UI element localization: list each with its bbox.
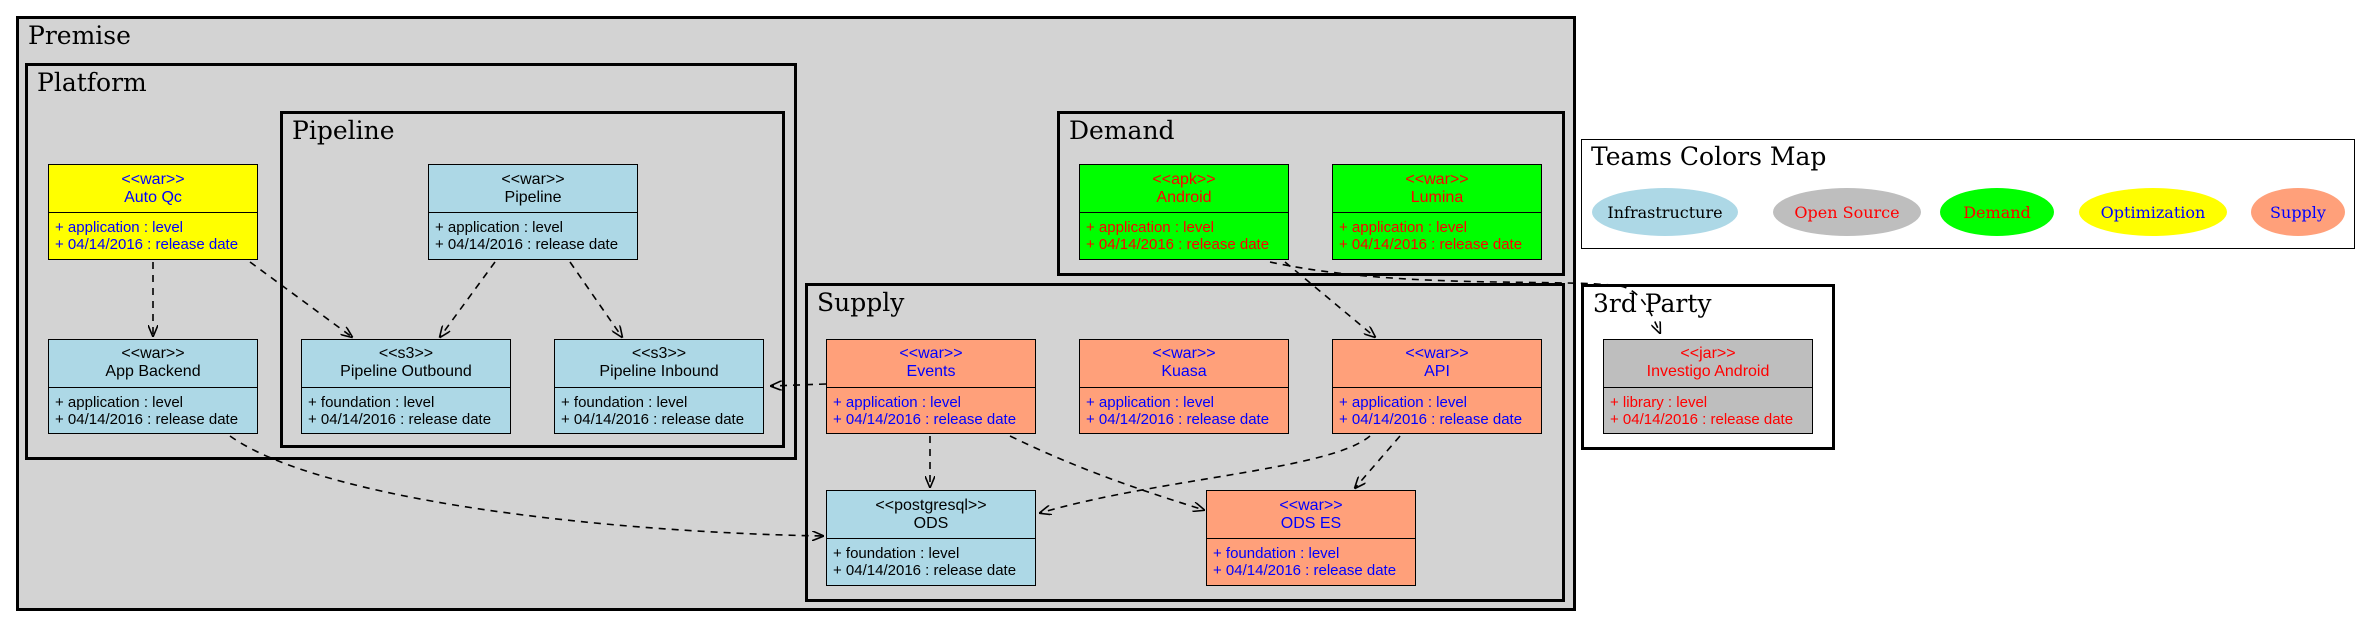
node-pipeline: <<war>>Pipeline + application : level+ 0…	[428, 164, 638, 260]
node-name: Pipeline	[504, 188, 562, 206]
node-attribute: + foundation : level	[833, 545, 960, 562]
node-attribute: + foundation : level	[1213, 545, 1340, 562]
node-name: Events	[906, 363, 956, 381]
node-ods: <<postgresql>>ODS + foundation : level+ …	[826, 490, 1036, 586]
node-ods-es: <<war>>ODS ES + foundation : level+ 04/1…	[1206, 490, 1416, 586]
cluster-platform-title: Platform	[37, 68, 147, 97]
node-attribute: + 04/14/2016 : release date	[308, 410, 492, 428]
node-attribute: + 04/14/2016 : release date	[833, 410, 1017, 428]
node-attribute: + application : level	[1339, 219, 1467, 236]
node-android: <<apk>>Android + application : level+ 04…	[1079, 164, 1289, 260]
legend-label: Demand	[1963, 202, 2031, 222]
legend-label: Infrastructure	[1607, 202, 1723, 222]
node-name: Auto Qc	[124, 188, 182, 206]
node-attribute: + application : level	[55, 219, 183, 236]
node-attribute: + 04/14/2016 : release date	[55, 236, 239, 253]
node-stereotype: <<war>>	[899, 345, 963, 363]
legend-label: Supply	[2270, 202, 2326, 222]
node-name: Android	[1156, 188, 1212, 206]
node-attribute: + library : level	[1610, 393, 1708, 411]
node-attribute: + 04/14/2016 : release date	[1339, 410, 1523, 428]
node-name: Lumina	[1410, 188, 1464, 206]
legend-item-optimization: Optimization	[2079, 188, 2227, 236]
node-api: <<war>>API + application : level+ 04/14/…	[1332, 339, 1542, 434]
node-stereotype: <<war>>	[1152, 345, 1216, 363]
node-name: ODS ES	[1280, 514, 1342, 532]
node-stereotype: <<war>>	[1405, 345, 1469, 363]
node-name: Kuasa	[1161, 363, 1207, 381]
legend-label: Open Source	[1794, 202, 1900, 222]
node-attribute: + 04/14/2016 : release date	[1339, 236, 1523, 253]
node-attribute: + 04/14/2016 : release date	[1610, 410, 1794, 428]
node-stereotype: <<war>>	[121, 170, 185, 188]
node-name: Pipeline Inbound	[599, 363, 719, 381]
node-attribute: + foundation : level	[561, 393, 688, 411]
node-stereotype: <<postgresql>>	[875, 496, 987, 514]
node-pipeline-inbound: <<s3>>Pipeline Inbound + foundation : le…	[554, 339, 764, 434]
cluster-third-party-title: 3rd Party	[1593, 289, 1712, 318]
node-attribute: + application : level	[833, 393, 961, 411]
node-name: Investigo Android	[1646, 363, 1770, 381]
legend-item-open-source: Open Source	[1773, 188, 1921, 236]
node-attribute: + foundation : level	[308, 393, 435, 411]
node-investigo-android: <<jar>>Investigo Android + library : lev…	[1603, 339, 1813, 434]
node-kuasa: <<war>>Kuasa + application : level+ 04/1…	[1079, 339, 1289, 434]
legend-item-supply: Supply	[2251, 188, 2345, 236]
node-attribute: + 04/14/2016 : release date	[561, 410, 745, 428]
node-app-backend: <<war>>App Backend + application : level…	[48, 339, 258, 434]
node-stereotype: <<war>>	[1279, 496, 1343, 514]
legend-title: Teams Colors Map	[1591, 142, 1827, 171]
node-name: ODS	[913, 514, 949, 532]
node-lumina: <<war>>Lumina + application : level+ 04/…	[1332, 164, 1542, 260]
node-attribute: + 04/14/2016 : release date	[1086, 236, 1270, 253]
node-attribute: + 04/14/2016 : release date	[1086, 410, 1270, 428]
node-name: App Backend	[105, 363, 201, 381]
node-stereotype: <<s3>>	[631, 345, 687, 363]
cluster-supply-title: Supply	[817, 288, 905, 317]
node-events: <<war>>Events + application : level+ 04/…	[826, 339, 1036, 434]
node-attribute: + 04/14/2016 : release date	[435, 236, 619, 253]
node-name: Pipeline Outbound	[340, 363, 472, 381]
node-stereotype: <<jar>>	[1680, 345, 1736, 363]
node-stereotype: <<war>>	[1405, 170, 1469, 188]
node-attribute: + application : level	[1086, 219, 1214, 236]
node-attribute: + application : level	[435, 219, 563, 236]
cluster-demand-title: Demand	[1069, 116, 1175, 145]
node-attribute: + 04/14/2016 : release date	[55, 410, 239, 428]
node-attribute: + 04/14/2016 : release date	[1213, 562, 1397, 579]
node-attribute: + application : level	[1086, 393, 1214, 411]
legend-label: Optimization	[2100, 202, 2206, 222]
node-auto-qc: <<war>>Auto Qc + application : level+ 04…	[48, 164, 258, 260]
node-attribute: + application : level	[55, 393, 183, 411]
legend-item-infrastructure: Infrastructure	[1592, 188, 1738, 236]
node-stereotype: <<war>>	[501, 170, 565, 188]
cluster-pipeline-title: Pipeline	[292, 116, 395, 145]
node-attribute: + 04/14/2016 : release date	[833, 562, 1017, 579]
node-name: API	[1424, 363, 1450, 381]
node-pipeline-outbound: <<s3>>Pipeline Outbound + foundation : l…	[301, 339, 511, 434]
node-stereotype: <<s3>>	[378, 345, 434, 363]
cluster-premise-title: Premise	[28, 21, 131, 50]
node-stereotype: <<war>>	[121, 345, 185, 363]
legend-item-demand: Demand	[1940, 188, 2054, 236]
node-stereotype: <<apk>>	[1152, 170, 1216, 188]
node-attribute: + application : level	[1339, 393, 1467, 411]
